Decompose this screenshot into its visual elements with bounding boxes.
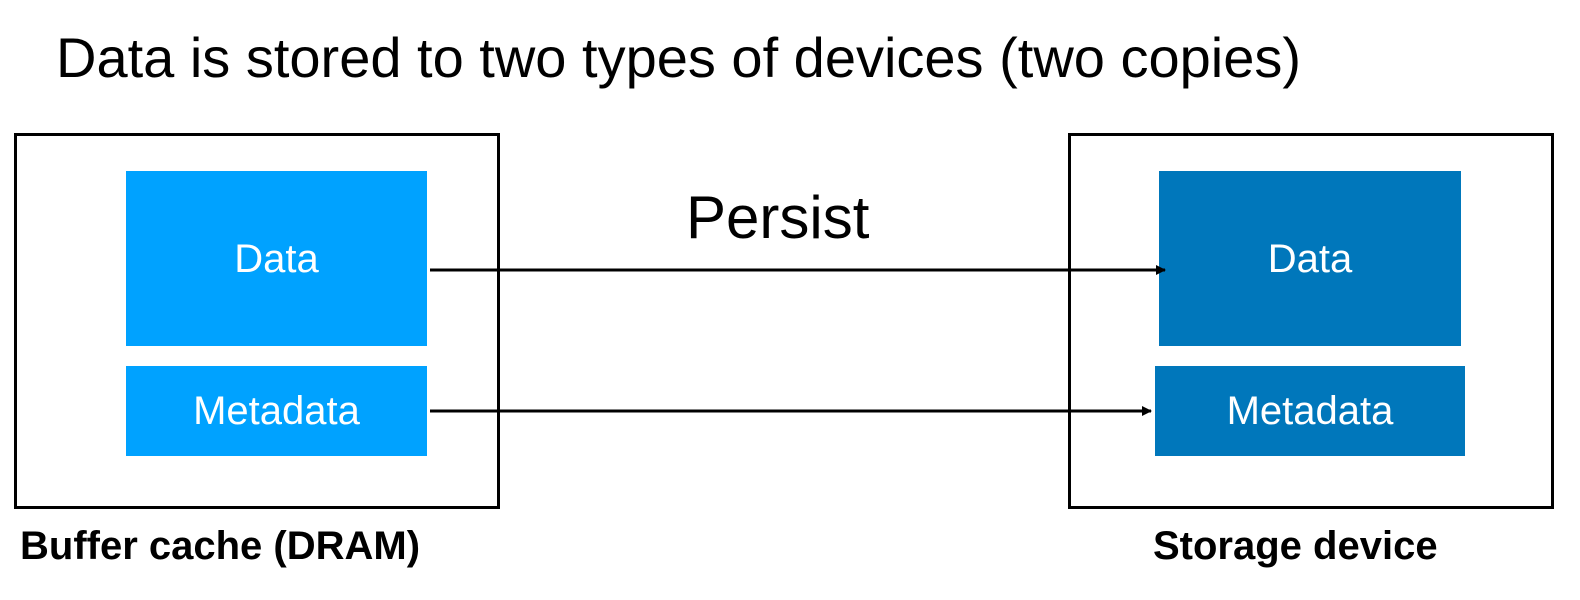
diagram-title: Data is stored to two types of devices (… xyxy=(56,26,1301,89)
buffer-cache-data-label: Data xyxy=(234,236,319,281)
buffer-cache-caption: Buffer cache (DRAM) xyxy=(20,524,421,568)
persist-label: Persist xyxy=(686,184,870,251)
storage-data-label: Data xyxy=(1267,236,1353,281)
buffer-cache-metadata-block: Metadata xyxy=(126,366,427,456)
buffer-cache-metadata-label: Metadata xyxy=(193,389,360,433)
buffer-cache-data-block: Data xyxy=(126,171,427,346)
storage-device-caption: Storage device xyxy=(1153,524,1438,568)
storage-metadata-block: Metadata xyxy=(1155,366,1465,456)
storage-data-block: Data xyxy=(1159,171,1461,346)
storage-metadata-label: Metadata xyxy=(1226,389,1394,433)
